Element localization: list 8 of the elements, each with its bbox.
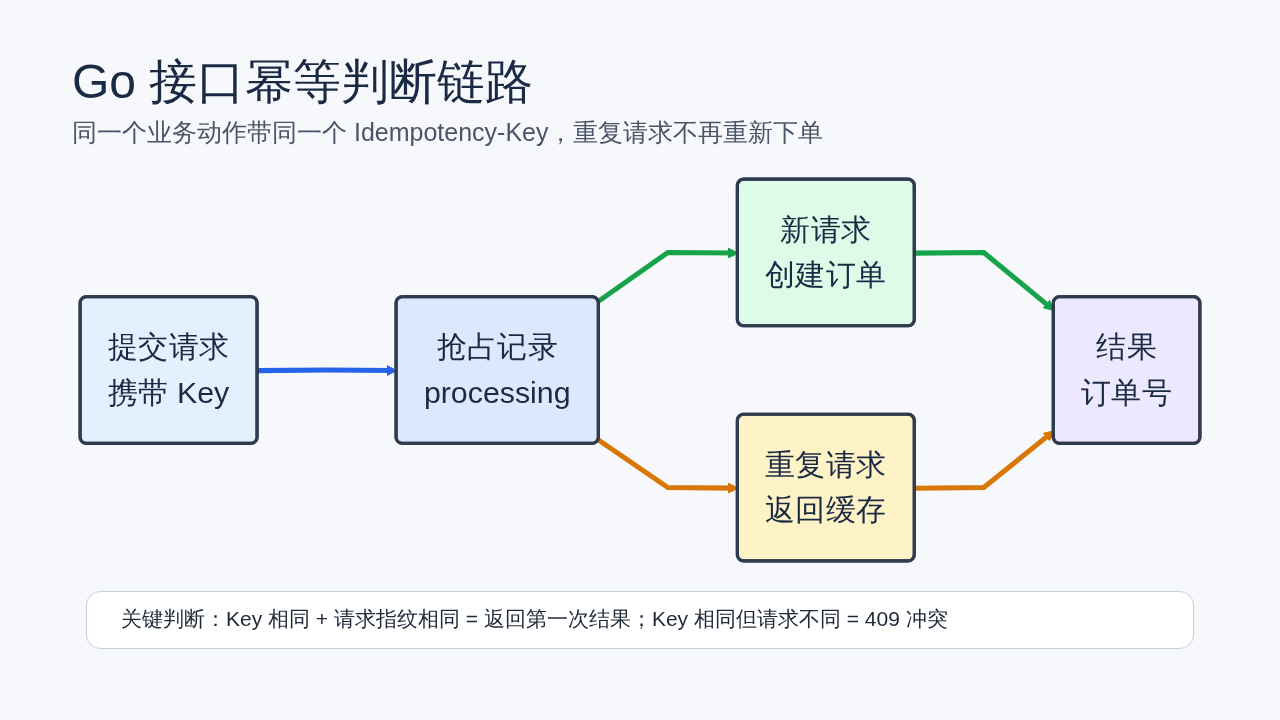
process-box: 重复请求 返回缓存 (735, 412, 916, 563)
note-text: 关键判断：Key 相同 + 请求指纹相同 = 返回第一次结果；Key 相同但请求不同 = 409 冲突 (121, 606, 948, 632)
process-box: 新请求 创建订单 (735, 177, 916, 328)
title: Go 接口幂等判断链路 (72, 54, 534, 110)
process-box: 抢占记录 processing (394, 295, 600, 445)
subtitle: 同一个业务动作带同一个 Idempotency-Key，重复请求不再重新下单 (72, 117, 824, 148)
process-box: 结果 订单号 (1051, 295, 1202, 445)
process-box: 提交请求 携带 Key (78, 295, 259, 445)
